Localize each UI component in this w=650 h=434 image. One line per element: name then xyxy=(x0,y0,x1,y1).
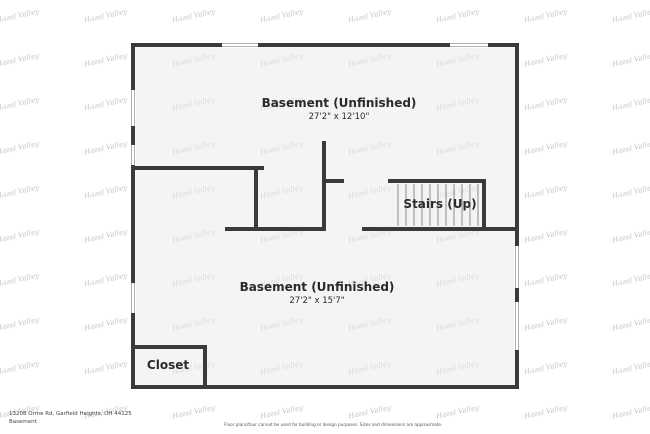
watermark-text: Hazel Valley xyxy=(82,227,128,244)
watermark-text: Hazel Valley xyxy=(82,139,128,156)
interior-walls xyxy=(133,141,517,387)
watermark-text: Hazel Valley xyxy=(0,315,41,332)
watermark-text: Hazel Valley xyxy=(0,227,41,244)
watermark-text: Hazel Valley xyxy=(610,403,650,420)
watermark-text: Hazel Valley xyxy=(522,51,568,68)
floor-name: Basement xyxy=(9,419,37,425)
room-basement-lower-dimensions: 27'2" x 15'7" xyxy=(289,296,344,306)
watermark-text: Hazel Valley xyxy=(610,7,650,24)
window-top-right xyxy=(450,42,488,48)
watermark-text: Hazel Valley xyxy=(522,359,568,376)
watermark-text: Hazel Valley xyxy=(610,183,650,200)
disclaimer-text: Floor plans/tour cannot be used for buil… xyxy=(224,422,443,427)
watermark-text: Hazel Valley xyxy=(82,183,128,200)
watermark-text: Hazel Valley xyxy=(0,51,41,68)
watermark-text: Hazel Valley xyxy=(82,359,128,376)
watermark-text: Hazel Valley xyxy=(610,139,650,156)
watermark-text: Hazel Valley xyxy=(0,359,41,376)
watermark-text: Hazel Valley xyxy=(522,315,568,332)
window-left-2 xyxy=(130,145,136,165)
watermark-text: Hazel Valley xyxy=(610,271,650,288)
watermark-text: Hazel Valley xyxy=(522,227,568,244)
stair-treads xyxy=(397,184,479,226)
watermark-text: Hazel Valley xyxy=(610,359,650,376)
listing-address: 13208 Orme Rd, Garfield Heights, OH 4412… xyxy=(9,411,132,417)
window-left-3 xyxy=(130,283,136,313)
watermark-text: Hazel Valley xyxy=(0,271,41,288)
watermark-text: Hazel Valley xyxy=(610,95,650,112)
watermark-text: Hazel Valley xyxy=(258,403,304,420)
watermark-text: Hazel Valley xyxy=(610,315,650,332)
window-right-1 xyxy=(514,246,520,288)
watermark-text: Hazel Valley xyxy=(0,95,41,112)
watermark-text: Hazel Valley xyxy=(522,95,568,112)
window-right-2 xyxy=(514,302,520,350)
outer-walls xyxy=(131,43,519,389)
window-left-1 xyxy=(130,90,136,126)
watermark-text: Hazel Valley xyxy=(82,95,128,112)
watermark-text: Hazel Valley xyxy=(82,51,128,68)
watermark-text: Hazel Valley xyxy=(0,7,41,24)
watermark-text: Hazel Valley xyxy=(522,271,568,288)
watermark-text: Hazel Valley xyxy=(0,183,41,200)
watermark-text: Hazel Valley xyxy=(522,7,568,24)
watermark-text: Hazel Valley xyxy=(610,51,650,68)
room-closet-name: Closet xyxy=(147,358,189,372)
watermark-text: Hazel Valley xyxy=(82,315,128,332)
watermark-text: Hazel Valley xyxy=(258,7,304,24)
watermark-text: Hazel Valley xyxy=(0,139,41,156)
watermark-text: Hazel Valley xyxy=(434,403,480,420)
watermark-text: Hazel Valley xyxy=(610,227,650,244)
watermark-text: Hazel Valley xyxy=(170,403,216,420)
watermark-text: Hazel Valley xyxy=(346,7,392,24)
window-top-left xyxy=(222,42,258,48)
room-basement-upper-name: Basement (Unfinished) xyxy=(262,96,417,110)
room-stairs-name: Stairs (Up) xyxy=(403,197,476,211)
watermark-text: Hazel Valley xyxy=(522,183,568,200)
watermark-text: Hazel Valley xyxy=(82,7,128,24)
room-basement-lower-name: Basement (Unfinished) xyxy=(240,280,395,294)
watermark-text: Hazel Valley xyxy=(170,7,216,24)
watermark-text: Hazel Valley xyxy=(522,403,568,420)
watermark-text: Hazel Valley xyxy=(346,403,392,420)
watermark-text: Hazel Valley xyxy=(82,271,128,288)
windows xyxy=(130,42,520,350)
room-basement-upper-dimensions: 27'2" x 12'10" xyxy=(309,112,370,122)
watermark-text: Hazel Valley xyxy=(434,7,480,24)
listing-address-block: 13208 Orme Rd, Garfield Heights, OH 4412… xyxy=(9,410,132,426)
watermark-text: Hazel Valley xyxy=(522,139,568,156)
